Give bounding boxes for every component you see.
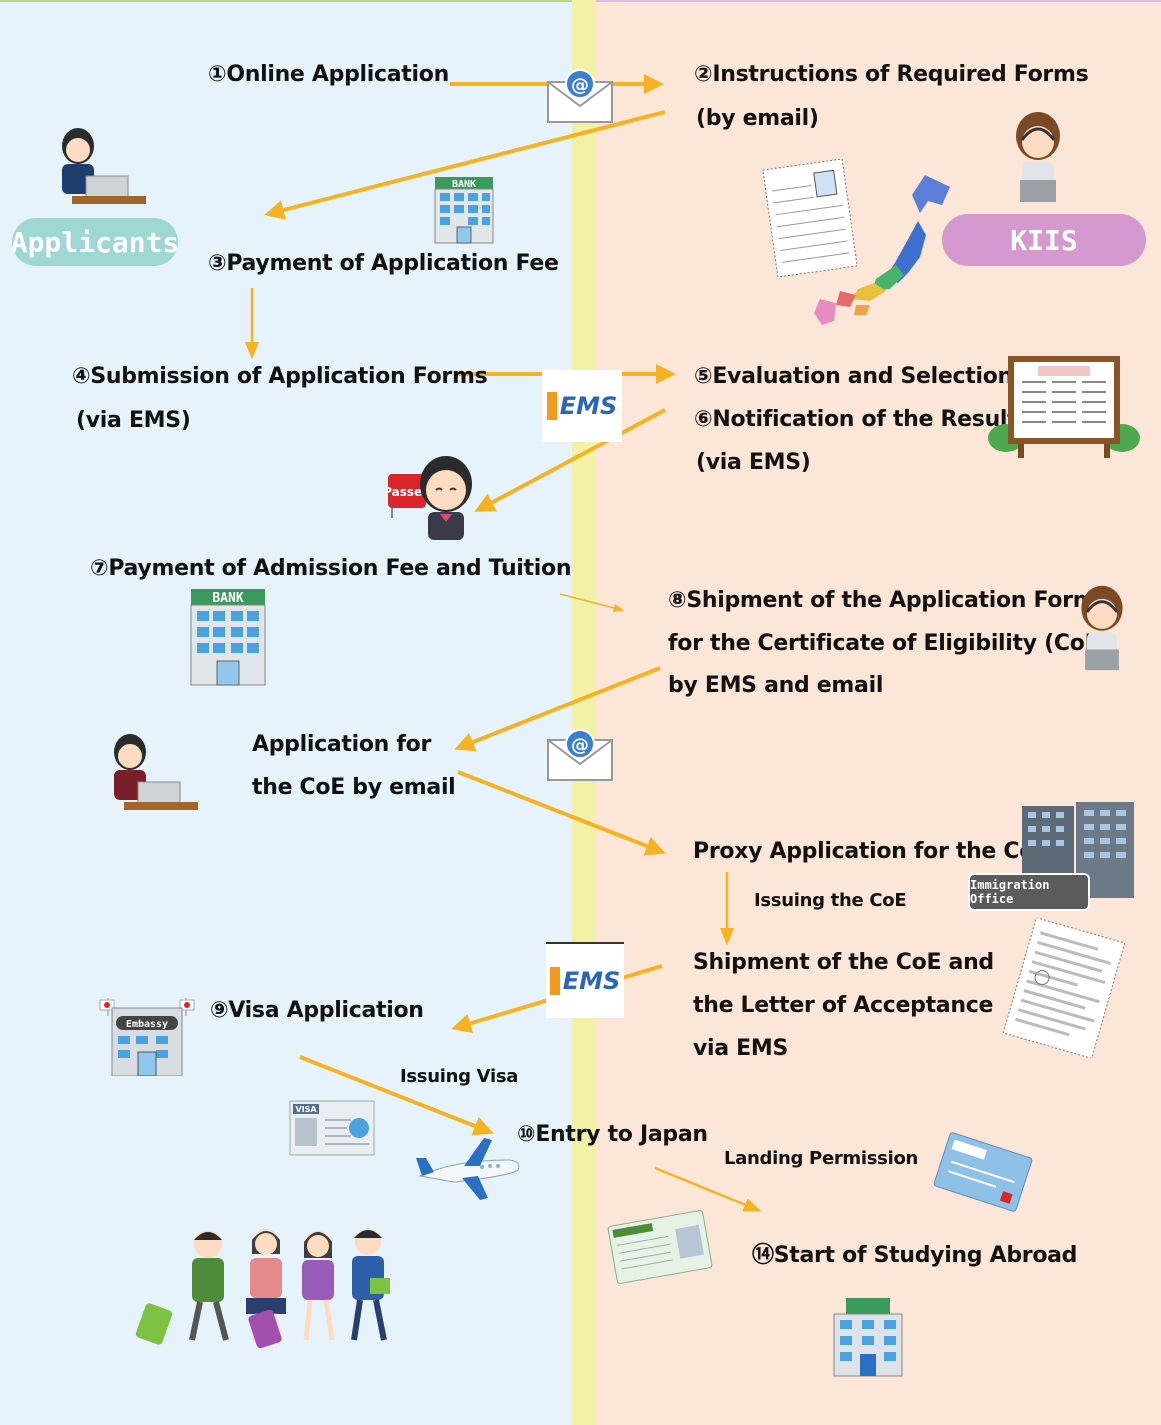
step-4-via-ems: (via EMS) xyxy=(76,408,191,433)
svg-text:Embassy: Embassy xyxy=(126,1019,168,1030)
step-4-submission: ④Submission of Application Forms xyxy=(72,364,488,389)
svg-text:Passed: Passed xyxy=(386,485,431,499)
proxy-application: Proxy Application for the CoE xyxy=(693,839,1049,864)
japan-map-icon xyxy=(814,175,950,325)
bank-building-icon: BANK xyxy=(190,589,266,686)
embassy-building-icon: Embassy xyxy=(99,998,195,1076)
passed-student-icon: Passed xyxy=(386,456,472,540)
coe-document-icon xyxy=(1002,918,1126,1058)
svg-text:@: @ xyxy=(571,735,589,756)
health-insurance-card-icon xyxy=(933,1132,1033,1212)
step-5-evaluation: ⑤Evaluation and Selection xyxy=(694,364,1013,389)
applicant-laptop-icon xyxy=(114,734,198,810)
step-8-coe: for the Certificate of Eligibility (CoE) xyxy=(668,631,1110,656)
step-6-notification: ⑥Notification of the Result xyxy=(694,407,1018,432)
students-traveling-icon xyxy=(135,1229,390,1348)
coe-application-line2: the CoE by email xyxy=(252,775,456,800)
arrow-8-to-coe-app xyxy=(454,666,661,752)
kiis-label: KIIS xyxy=(942,214,1146,266)
step-2-instructions: ②Instructions of Required Forms xyxy=(694,62,1089,87)
step-9-visa-application: ⑨Visa Application xyxy=(210,998,424,1023)
step-7-payment-admission: ⑦Payment of Admission Fee and Tuition xyxy=(90,556,572,581)
email-envelope-icon: @ xyxy=(547,69,613,123)
residence-card-icon xyxy=(607,1210,713,1284)
step-2-by-email: (by email) xyxy=(696,106,819,131)
coe-application-line1: Application for xyxy=(252,732,432,757)
step-6-via-ems: (via EMS) xyxy=(696,450,811,475)
kiis-staff-headset-icon xyxy=(1081,585,1123,671)
issuing-visa-label: Issuing Visa xyxy=(400,1066,519,1087)
svg-text:BANK: BANK xyxy=(452,179,476,190)
kiis-staff-headset-icon xyxy=(1016,112,1060,202)
center-divider xyxy=(572,0,596,1425)
school-building-icon xyxy=(833,1298,903,1377)
arrow-coe-app-to-proxy xyxy=(457,770,666,856)
issuing-coe-label: Issuing the CoE xyxy=(754,890,907,911)
arrow-7-to-8 xyxy=(559,593,625,612)
arrow-2-to-3 xyxy=(264,110,666,220)
step-10-entry: ⑩Entry to Japan xyxy=(517,1122,708,1147)
arrow-entry-to-study xyxy=(654,1166,762,1212)
visa-card-icon: VISA xyxy=(289,1100,375,1156)
shipment-coe-line2: the Letter of Acceptance xyxy=(693,993,994,1018)
ems-logo-icon: EMS xyxy=(542,370,622,442)
step-8-by-ems-email: by EMS and email xyxy=(668,673,884,698)
applicant-laptop-icon xyxy=(62,128,146,204)
ems-logo-icon: EMS xyxy=(546,942,624,1018)
applicants-label: Applicants xyxy=(11,218,179,266)
results-board-icon xyxy=(988,356,1140,458)
step-8-shipment-forms: ⑧Shipment of the Application Forms xyxy=(668,588,1109,613)
shipment-coe-line3: via EMS xyxy=(693,1036,789,1061)
email-envelope-icon: @ xyxy=(547,729,613,781)
arrow-visa-to-entry xyxy=(299,1055,494,1136)
landing-permission-label: Landing Permission xyxy=(724,1148,919,1169)
arrow-6-to-passed xyxy=(474,408,666,512)
step-1-online-application: ①Online Application xyxy=(208,62,449,87)
application-form-document-icon xyxy=(762,158,858,278)
step-3-payment-application-fee: ③Payment of Application Fee xyxy=(208,251,559,276)
svg-text:BANK: BANK xyxy=(212,591,243,606)
shipment-coe-line1: Shipment of the CoE and xyxy=(693,950,994,975)
bank-building-icon: BANK xyxy=(434,177,494,244)
airplane-icon xyxy=(416,1138,520,1200)
step-14-start-studying: ⑭Start of Studying Abroad xyxy=(752,1243,1078,1268)
immigration-office-label: Immigration Office xyxy=(968,873,1090,911)
svg-text:VISA: VISA xyxy=(295,1105,317,1114)
svg-text:@: @ xyxy=(571,75,589,96)
